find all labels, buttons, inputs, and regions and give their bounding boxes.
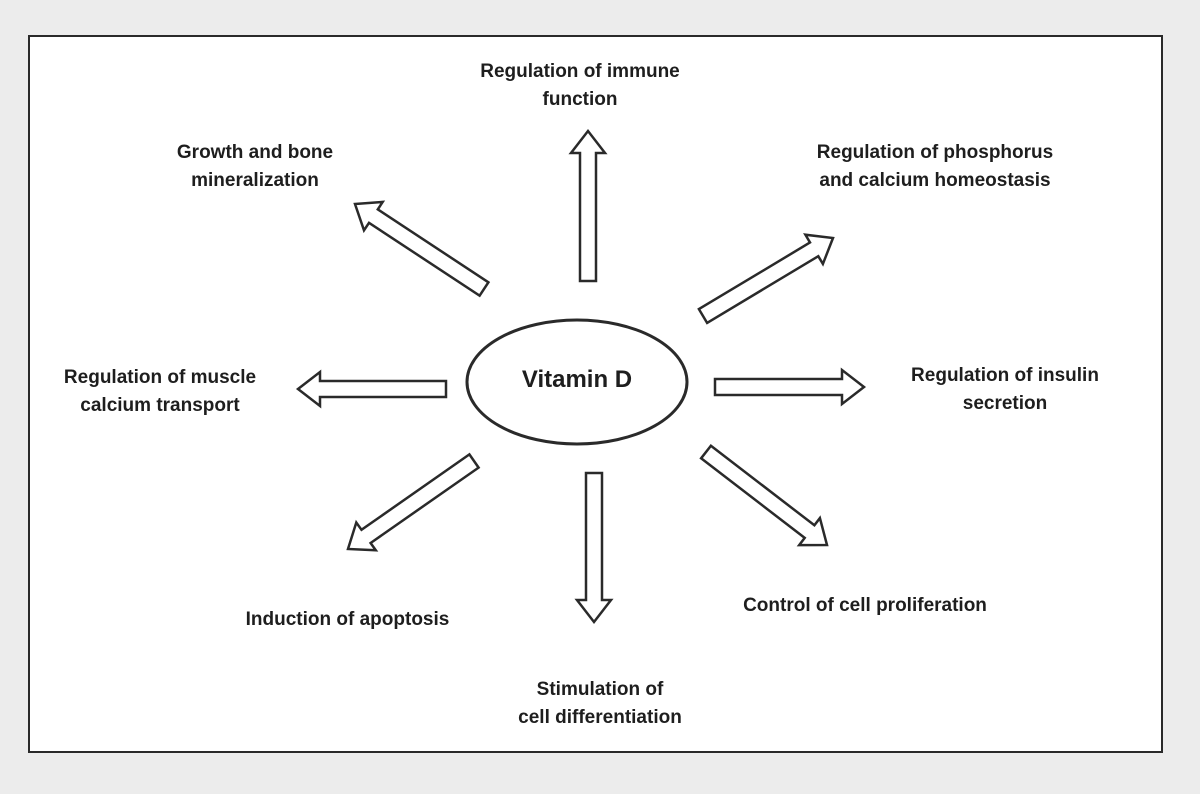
label-cell-differentiation: Stimulation of cell differentiation [460, 676, 740, 732]
label-immune-function-line-2: function [542, 89, 618, 110]
arrow-to-bone-mineralization [353, 200, 491, 298]
label-muscle-calcium: Regulation of muscle calcium transport [20, 364, 300, 420]
arrow-to-cell-differentiation [574, 471, 614, 625]
label-cell-proliferation: Control of cell proliferation [700, 592, 1030, 620]
label-apoptosis: Induction of apoptosis [205, 606, 490, 634]
label-cell-differentiation-line-2: cell differentiation [518, 707, 682, 728]
label-phosphorus-calcium-line-2: and calcium homeostasis [819, 170, 1051, 191]
arrow-to-apoptosis [346, 452, 481, 552]
arrow-to-insulin-secretion [713, 367, 867, 407]
arrow-to-immune-function [568, 128, 608, 283]
label-muscle-calcium-line-2: calcium transport [80, 395, 240, 416]
label-apoptosis-line-1: Induction of apoptosis [245, 609, 450, 630]
label-bone-mineralization: Growth and bone mineralization [130, 139, 380, 195]
arrow-to-cell-proliferation [699, 443, 829, 547]
label-cell-proliferation-line-1: Control of cell proliferation [743, 595, 987, 616]
center-label: Vitamin D [521, 366, 633, 393]
arrows-group [295, 128, 867, 625]
label-immune-function: Regulation of immune function [420, 58, 740, 114]
label-bone-mineralization-line-2: mineralization [191, 170, 319, 191]
arrow-to-muscle-calcium [295, 369, 448, 409]
arrow-to-phosphorus-calcium [697, 233, 835, 325]
label-phosphorus-calcium: Regulation of phosphorus and calcium hom… [770, 139, 1100, 195]
label-phosphorus-calcium-line-1: Regulation of phosphorus [816, 142, 1054, 163]
label-immune-function-line-1: Regulation of immune [480, 61, 680, 82]
label-insulin-secretion-line-2: secretion [962, 393, 1048, 414]
label-cell-differentiation-line-1: Stimulation of [536, 679, 664, 700]
label-bone-mineralization-line-1: Growth and bone [176, 142, 334, 163]
label-insulin-secretion: Regulation of insulin secretion [865, 362, 1145, 418]
center-ellipse [465, 318, 689, 446]
label-muscle-calcium-line-1: Regulation of muscle [63, 367, 257, 388]
label-insulin-secretion-line-1: Regulation of insulin [911, 365, 1099, 386]
